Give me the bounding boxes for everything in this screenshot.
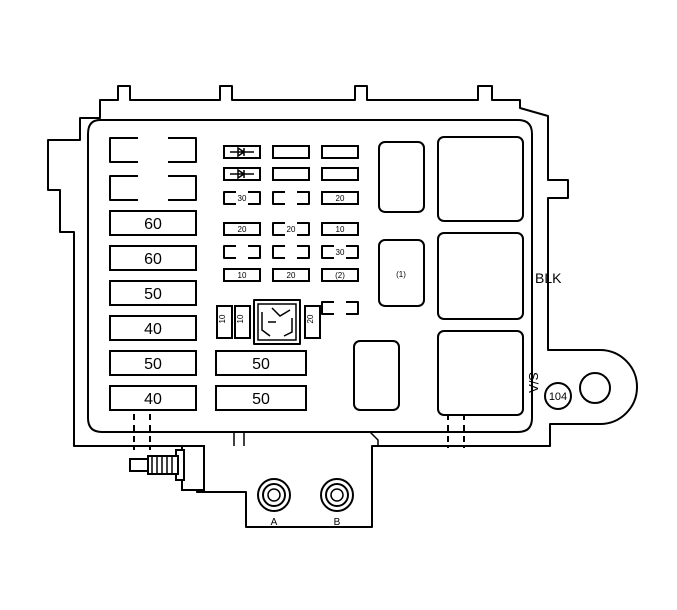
mini-fuse-r4c2: 20 (272, 222, 310, 236)
mini-fuse-empty-extra (321, 301, 359, 315)
mini-fuse-empty-r3c2 (272, 191, 310, 205)
mini-fuse-r2c2 (272, 167, 310, 181)
maxi-fuse-label: 50 (144, 286, 162, 303)
mini-fuse-label: 20 (287, 271, 296, 280)
vertical-fuse-label: 20 (306, 314, 315, 323)
maxi-fuse-label: 60 (144, 216, 162, 233)
housing-outline (47, 85, 638, 528)
maxi-fuse-50-b: 50 (109, 350, 197, 376)
relay-small-bottom (353, 340, 400, 411)
part-number-badge (544, 382, 572, 410)
vertical-fuse-10-a: 10 (216, 305, 233, 339)
terminal-label-b: B (334, 517, 341, 528)
mini-fuse-label: 10 (336, 225, 345, 234)
maxi-fuse-50-a: 50 (109, 280, 197, 306)
mini-fuse-r2c3 (321, 167, 359, 181)
bolt-thread-icon (151, 456, 173, 474)
mini-fuse-r1c3 (321, 145, 359, 159)
maxi-fuse-60-b: 60 (109, 245, 197, 271)
mini-fuse-label: (2) (335, 271, 345, 280)
maxi-fuse-slot-1 (109, 137, 197, 163)
mini-fuse-r1c2 (272, 145, 310, 159)
vertical-fuse-10-b: 10 (234, 305, 251, 339)
mini-fuse-label: 20 (287, 225, 296, 234)
housing-inner-outline (87, 119, 533, 433)
mini-fuse-label: 30 (238, 194, 247, 203)
mini-fuse-r6c3: (2) (321, 268, 359, 282)
terminal-post-b (320, 478, 354, 512)
maxi-fuse-label: 40 (144, 321, 162, 338)
diode-icon (230, 146, 254, 158)
vertical-fuse-label: 10 (236, 314, 245, 323)
relay-large-bottom (437, 330, 524, 416)
maxi-fuse-60-a: 60 (109, 210, 197, 236)
maxi-fuse-40-b: 40 (109, 385, 197, 411)
mounting-hole (579, 372, 611, 404)
mini-fuse-label: 10 (238, 271, 247, 280)
side-label: S/A (526, 372, 541, 393)
relay-small-middle: (1) (378, 239, 425, 307)
mini-fuse-label: 20 (238, 225, 247, 234)
large-fuse-50-bottom: 50 (215, 385, 307, 411)
mini-fuse-r4c1: 20 (223, 222, 261, 236)
center-relay (253, 299, 301, 345)
mini-fuse-r3c3: 20 (321, 191, 359, 205)
mini-fuse-r4c3: 10 (321, 222, 359, 236)
mini-fuse-label: 20 (336, 194, 345, 203)
relay-wiring-icon (261, 307, 293, 337)
maxi-fuse-label: 40 (144, 391, 162, 408)
mini-fuse-r6c2: 20 (272, 268, 310, 282)
mini-fuse-empty-r5c1 (223, 245, 261, 259)
part-number-text: 104 (549, 391, 567, 403)
relay-large-top (437, 136, 524, 222)
mini-fuse-diode-2 (223, 167, 261, 181)
large-fuse-label: 50 (252, 391, 270, 408)
maxi-fuse-label: 60 (144, 251, 162, 268)
relay-note: (1) (396, 270, 406, 279)
wire-color-label: BLK (535, 270, 562, 286)
mini-fuse-r6c1: 10 (223, 268, 261, 282)
stud-bolt (129, 445, 205, 491)
terminal-label-a: A (271, 517, 278, 528)
mini-fuse-empty-r5c2 (272, 245, 310, 259)
diode-icon (230, 168, 254, 180)
mini-fuse-diode-1 (223, 145, 261, 159)
connector-tab-left (133, 414, 151, 450)
relay-large-middle (437, 232, 524, 320)
mini-fuse-r5c3: 30 (321, 245, 359, 259)
mini-fuse-label: 30 (336, 248, 345, 257)
relay-small-top (378, 141, 425, 213)
large-fuse-label: 50 (252, 356, 270, 373)
maxi-fuse-label: 50 (144, 356, 162, 373)
connector-tab-right (447, 414, 465, 448)
vertical-fuse-20: 20 (304, 305, 321, 339)
maxi-fuse-slot-2 (109, 175, 197, 201)
maxi-fuse-40-a: 40 (109, 315, 197, 341)
housing-inner-notch (233, 431, 379, 446)
large-fuse-50-top: 50 (215, 350, 307, 376)
terminal-post-a (257, 478, 291, 512)
vertical-fuse-label: 10 (218, 314, 227, 323)
mini-fuse-r3c1: 30 (223, 191, 261, 205)
